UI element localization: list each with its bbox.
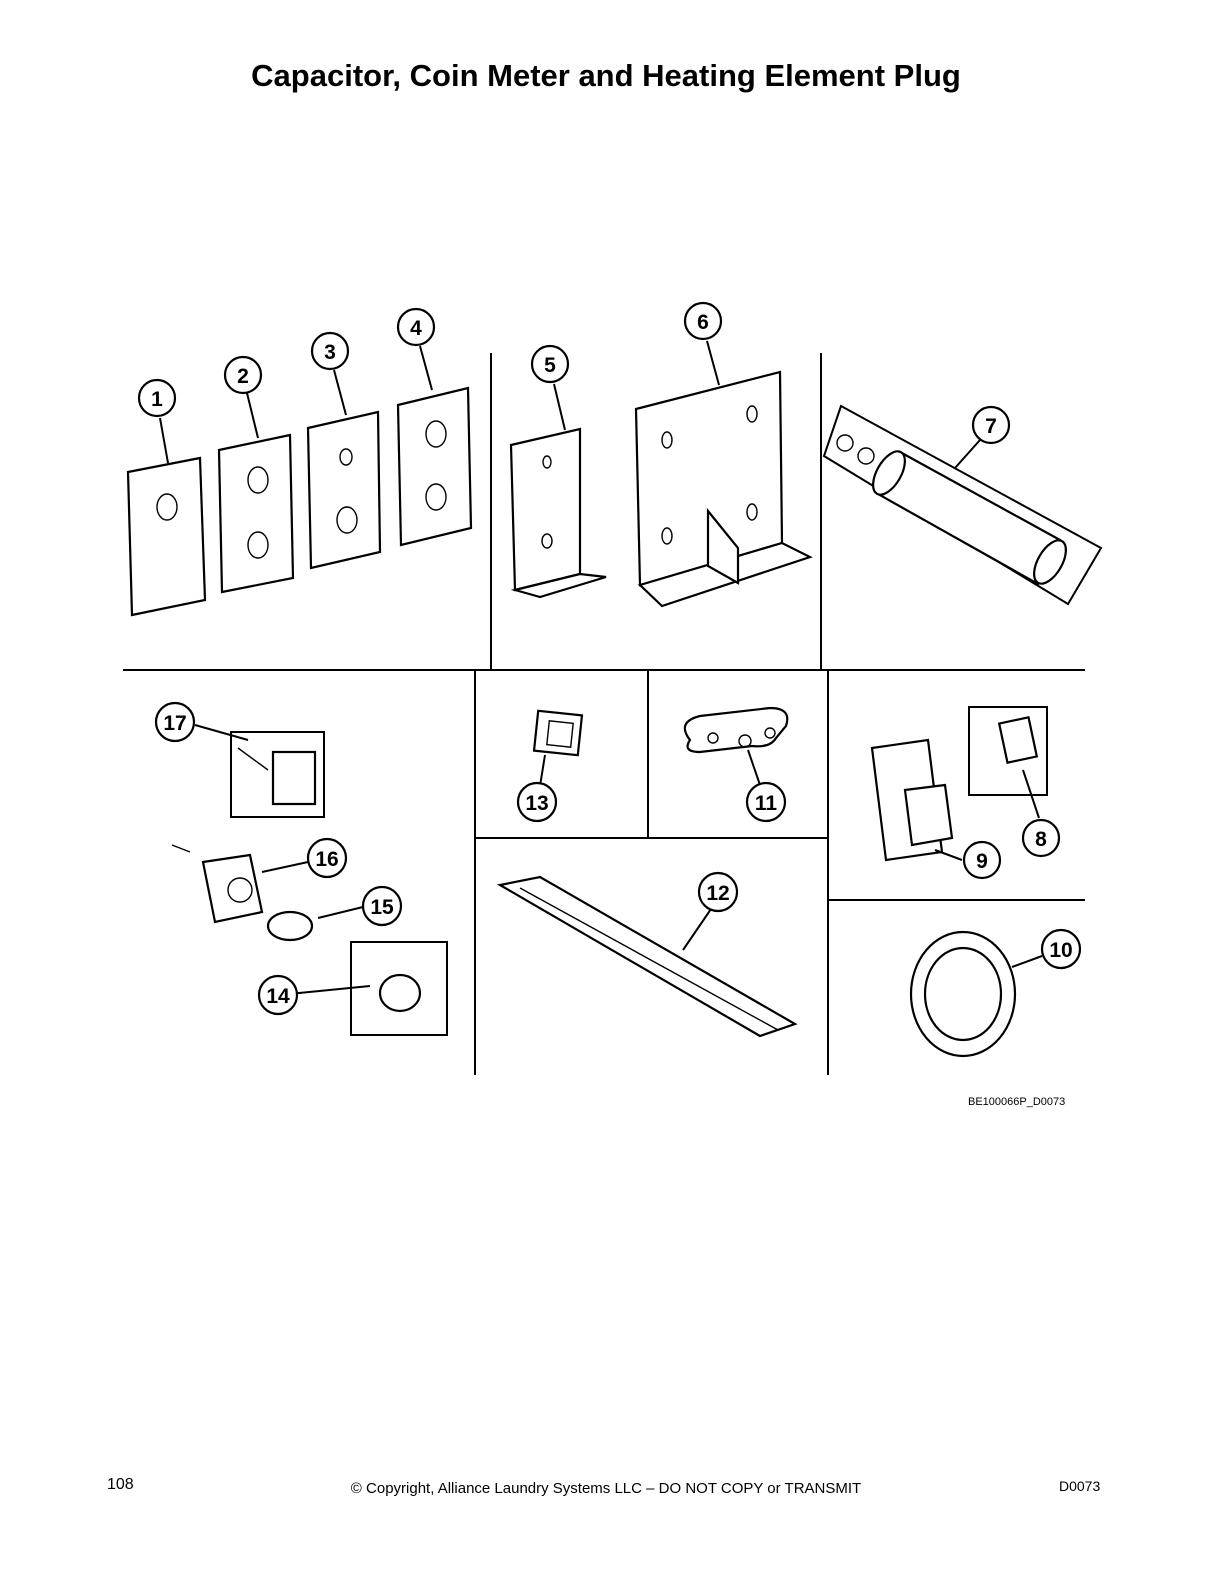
callout-8: 8 (1021, 818, 1061, 858)
callout-label: 12 (706, 882, 729, 905)
cover-plate-keyed (306, 410, 382, 570)
callout-label: 4 (410, 317, 422, 340)
callout-4: 4 (396, 307, 436, 347)
callout-label: 2 (237, 365, 249, 388)
panel-dividers (123, 353, 1085, 1075)
callout-17: 17 (154, 701, 196, 743)
callout-11: 11 (745, 781, 787, 823)
callout-label: 3 (324, 341, 336, 364)
callout-label: 11 (755, 792, 778, 815)
figure-code: BE100066P_D0073 (968, 1096, 1066, 1108)
angle-bracket-small (509, 427, 607, 599)
callout-label: 5 (544, 354, 556, 377)
footer-copyright: © Copyright, Alliance Laundry Systems LL… (350, 1480, 862, 1497)
ring-gasket (909, 930, 1017, 1058)
mounting-rail (496, 875, 798, 1038)
callout-9: 9 (962, 840, 1002, 880)
callout-label: 14 (266, 985, 290, 1008)
page-title: Capacitor, Coin Meter and Heating Elemen… (251, 58, 961, 93)
footer-page-number: 108 (107, 1476, 134, 1493)
callout-10: 10 (1040, 928, 1082, 970)
callout-label: 17 (163, 712, 186, 735)
callout-16: 16 (306, 837, 348, 879)
callout-label: 1 (151, 388, 163, 411)
callout-1: 1 (137, 378, 177, 418)
callout-label: 13 (525, 792, 548, 815)
callout-label: 8 (1035, 828, 1047, 851)
callout-label: 6 (697, 311, 709, 334)
callout-3: 3 (310, 331, 350, 371)
cover-plate-two-holes (217, 433, 295, 594)
footer-doc-code: D0073 (1059, 1478, 1101, 1494)
callout-13: 13 (516, 781, 558, 823)
callout-7: 7 (971, 405, 1011, 445)
cover-plate-one-hole (126, 456, 207, 617)
callout-2: 2 (223, 355, 263, 395)
callout-5: 5 (530, 344, 570, 384)
cover-plate-labeled (396, 386, 473, 547)
rocker-switch (532, 709, 584, 757)
callout-15: 15 (361, 885, 403, 927)
coin-meter (870, 706, 1048, 862)
heating-element-plug (683, 706, 789, 754)
callout-12: 12 (697, 871, 739, 913)
capacitor (822, 404, 1103, 606)
angle-bracket-large (634, 370, 813, 608)
callout-label: 10 (1049, 939, 1072, 962)
callout-14: 14 (257, 974, 299, 1016)
callout-label: 7 (985, 415, 997, 438)
selector-switch-assembly (171, 731, 448, 1036)
callout-label: 16 (315, 848, 338, 871)
callout-label: 9 (976, 850, 988, 873)
callout-6: 6 (683, 301, 723, 341)
callout-label: 15 (370, 896, 394, 919)
leader-lines (159, 340, 1043, 995)
